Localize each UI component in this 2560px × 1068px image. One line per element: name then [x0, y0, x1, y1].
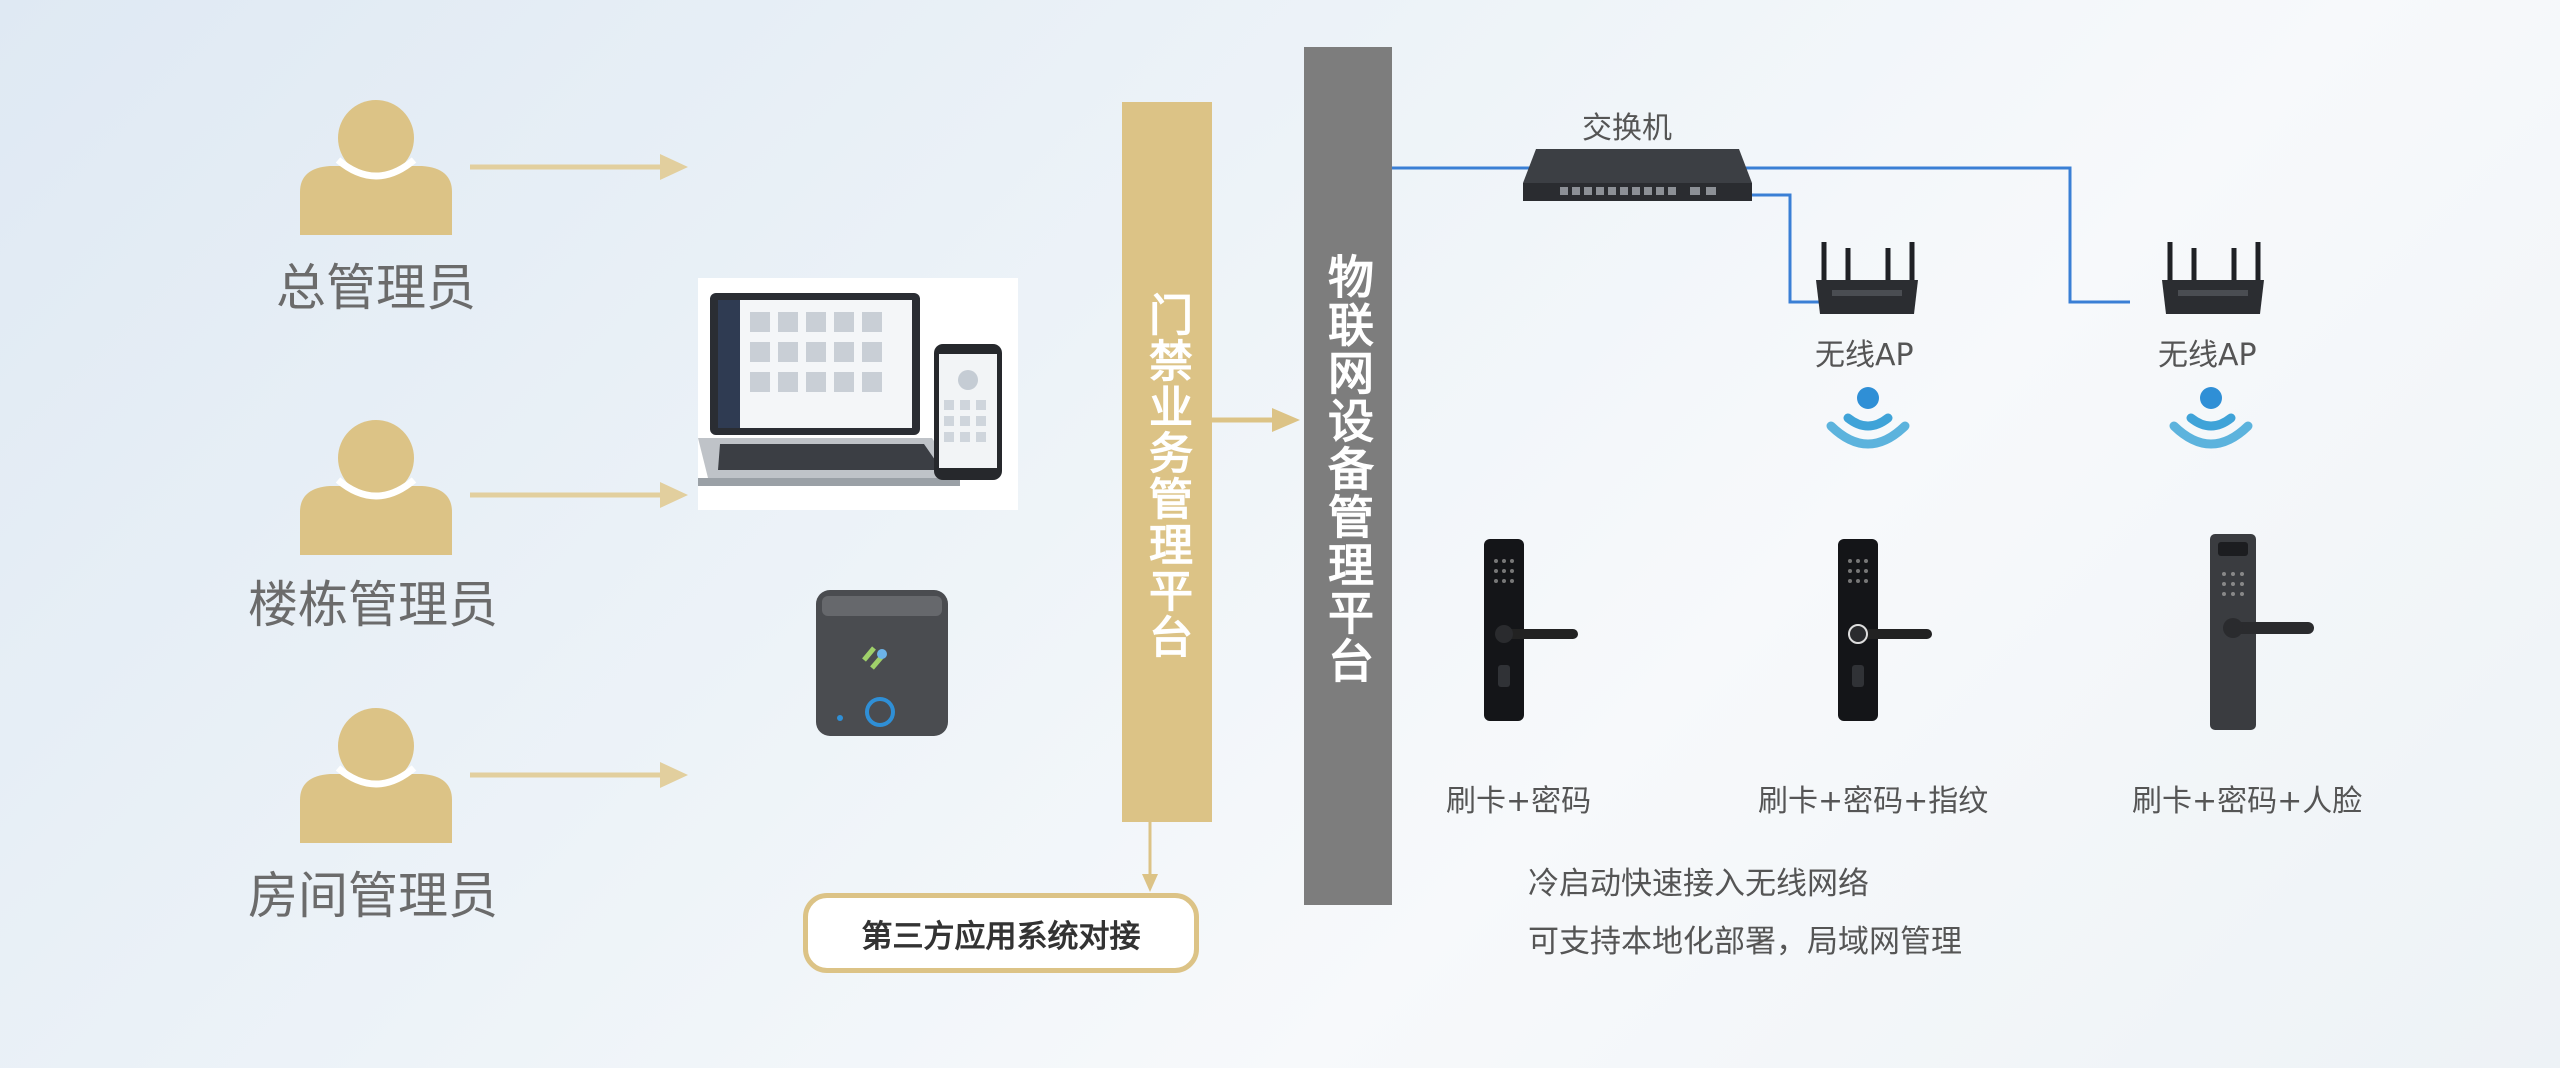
third-party-label: 第三方应用系统对接: [861, 918, 1141, 955]
third-party-box: 第三方应用系统对接: [803, 893, 1199, 973]
router-icon: [2162, 242, 2264, 314]
router-icon: [1816, 242, 1918, 314]
iot-platform-label: 物联网设备管理平台: [1321, 253, 1375, 685]
person-icon: [300, 100, 452, 235]
phone-icon: [934, 344, 1002, 480]
platform-arrow: [1212, 408, 1300, 432]
lock-label: 刷卡+密码: [1446, 784, 1592, 819]
lock-label: 刷卡+密码+指纹: [1758, 784, 1989, 819]
software-device-image: [698, 278, 1018, 510]
role-label-chief: 总管理员: [276, 259, 476, 317]
door-lock-icon: [1838, 539, 1932, 721]
wifi-icon: [2169, 387, 2253, 449]
door-lock-icon: [1484, 539, 1578, 721]
role-label-building: 楼栋管理员: [248, 576, 498, 634]
lock-label: 刷卡+密码+人脸: [2132, 784, 2363, 819]
iot-platform-bar: 物联网设备管理平台: [1304, 47, 1392, 905]
network-lines: [1392, 166, 2130, 304]
person-icon: [300, 708, 452, 843]
switch-icon: [1523, 149, 1752, 201]
wifi-icon: [1826, 387, 1910, 449]
person-icon: [300, 420, 452, 555]
role-label-room: 房间管理员: [248, 867, 498, 925]
role-arrow: [470, 154, 688, 180]
ap-label: 无线AP: [2158, 338, 2257, 373]
access-platform-label: 门禁业务管理平台: [1141, 292, 1192, 660]
note-line: 可支持本地化部署，局域网管理: [1528, 924, 1962, 960]
role-arrow: [470, 482, 688, 508]
third-party-arrow: [1142, 822, 1158, 892]
access-platform-bar: 门禁业务管理平台: [1122, 102, 1212, 822]
laptop-icon: [698, 293, 960, 486]
gateway-icon: [816, 590, 948, 736]
door-lock-icon: [2210, 534, 2314, 730]
note-line: 冷启动快速接入无线网络: [1528, 866, 1869, 902]
role-arrow: [470, 762, 688, 788]
switch-label: 交换机: [1582, 111, 1672, 146]
ap-label: 无线AP: [1815, 338, 1914, 373]
